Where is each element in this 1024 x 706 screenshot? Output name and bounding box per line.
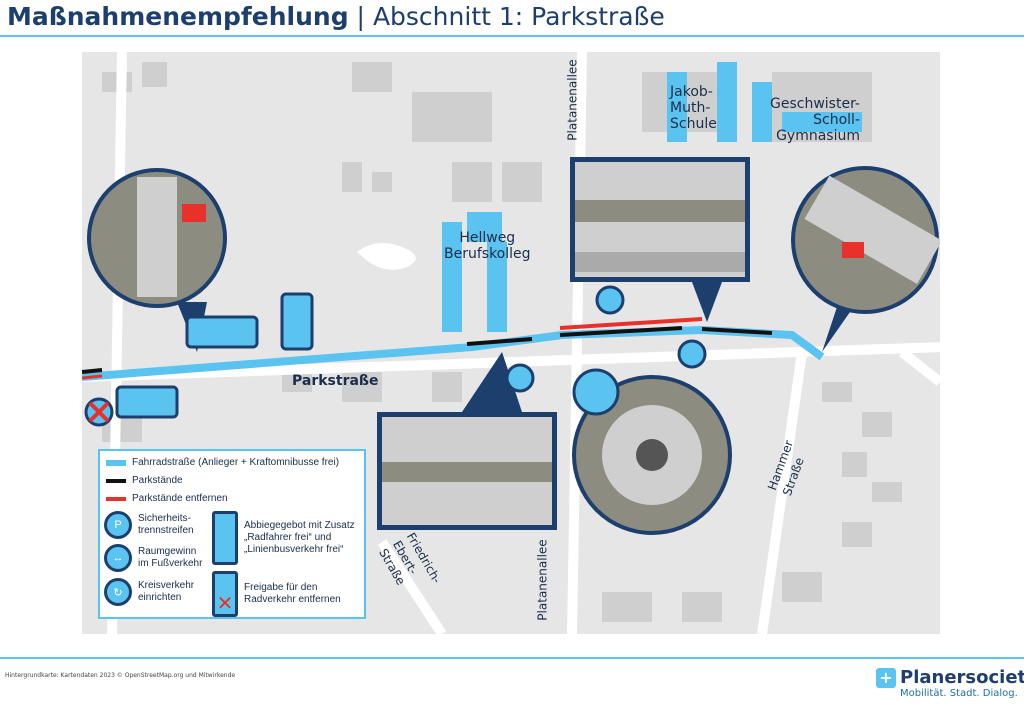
legend-freigabe: Freigabe für den Radverkehr entfernen <box>244 582 341 605</box>
legend-abbiegegebot: Abbiegegebot mit Zusatz „Radfahrer frei“… <box>244 520 355 555</box>
callout-bottom <box>377 352 557 530</box>
legend-kreisverkehr: Kreisverkehr einrichten <box>138 580 195 603</box>
label-platanenallee-bottom: Platanenallee <box>535 539 550 621</box>
bike-release-removed-icon: ✕ <box>212 571 238 617</box>
highlighted-buildings <box>442 62 862 332</box>
callout-right <box>791 166 940 352</box>
parking-swatch <box>106 478 126 483</box>
label-platanenallee-top: Platanenallee <box>565 59 580 141</box>
page-title: Maßnahmenempfehlung | Abschnitt 1: Parks… <box>7 2 665 31</box>
callout-roundabout <box>572 375 732 535</box>
label-hellweg: Hellweg Berufskolleg <box>444 230 531 262</box>
label-parkstrasse: Parkstraße <box>292 373 379 389</box>
legend-raumgewinn: Raumgewinn im Fußverkehr <box>138 546 203 569</box>
legend: Fahrradstraße (Anlieger + Kraftomnibusse… <box>98 449 366 619</box>
callout-left <box>87 168 227 352</box>
title-bold: Maßnahmenempfehlung <box>7 2 349 31</box>
logo-cross-icon: + <box>876 668 896 688</box>
no-bike-marker <box>84 397 114 427</box>
logo-tagline: Mobilität. Stadt. Dialog. <box>900 688 1018 699</box>
separation-strip-icon: P <box>104 511 132 539</box>
legend-sicherheit: Sicherheits- trennstreifen <box>138 513 194 536</box>
legend-parkstaende: Parkstände <box>132 475 183 486</box>
map-graphics <box>82 52 940 634</box>
pedestrian-space-icon: ↔ <box>104 544 132 572</box>
logo-name: Planersocietät <box>900 667 1024 688</box>
label-jakob-muth: Jakob- Muth- Schule <box>670 84 717 132</box>
title-separator: | <box>356 2 365 31</box>
legend-parkstaende-entfernen: Parkstände entfernen <box>132 493 228 504</box>
label-geschwister-scholl: Geschwister- Scholl- Gymnasium <box>770 96 860 144</box>
header-rule <box>0 35 1024 37</box>
map-markers <box>115 285 707 419</box>
logo: + PlanersocietätMobilität. Stadt. Dialog… <box>876 668 1024 699</box>
remove-parking-swatch <box>106 496 126 501</box>
route-swatch <box>106 459 126 466</box>
footer-rule <box>0 657 1024 659</box>
map-credit: Hintergrundkarte: Kartendaten 2023 © Ope… <box>5 672 236 679</box>
turn-sign-icon <box>212 511 238 565</box>
legend-fahrradstrasse: Fahrradstraße (Anlieger + Kraftomnibusse… <box>132 457 340 468</box>
callout-top <box>570 157 750 322</box>
title-subtitle: Abschnitt 1: Parkstraße <box>372 2 665 31</box>
roundabout-icon: ↻ <box>104 578 132 606</box>
